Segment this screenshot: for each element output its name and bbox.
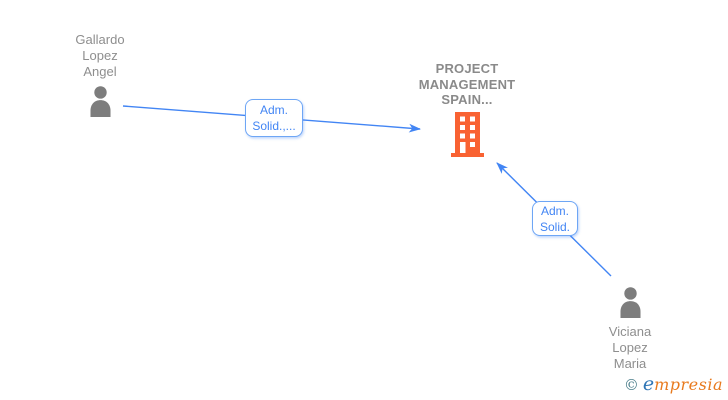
node-person-viciana[interactable]: Viciana Lopez Maria — [560, 287, 700, 372]
edge-label-adm-solid-1[interactable]: Adm. Solid.,... — [245, 99, 303, 137]
company-name-label: PROJECT MANAGEMENT SPAIN... — [418, 61, 516, 107]
empresia-watermark: ©empresia — [624, 374, 723, 395]
person-name-label: Gallardo Lopez Angel — [75, 32, 125, 79]
node-company-project-management-spain[interactable]: PROJECT MANAGEMENT SPAIN... — [387, 61, 547, 157]
person-icon — [89, 86, 111, 117]
edge-label-line: Adm. — [540, 203, 569, 218]
brand-initial: e — [642, 373, 655, 395]
edge-label-line: Adm. — [259, 103, 288, 117]
edge-label-line: Solid.,... — [252, 119, 296, 133]
node-person-gallardo[interactable]: Gallardo Lopez Angel — [30, 32, 170, 117]
edge-label-adm-solid-2[interactable]: Adm. Solid. — [532, 201, 578, 236]
building-icon — [450, 111, 484, 157]
person-icon — [619, 287, 641, 318]
person-name-label: Viciana Lopez Maria — [608, 324, 652, 371]
brand-text: mpresia — [654, 375, 723, 394]
edge-label-line: Solid. — [539, 219, 571, 234]
copyright-symbol: © — [623, 376, 639, 394]
